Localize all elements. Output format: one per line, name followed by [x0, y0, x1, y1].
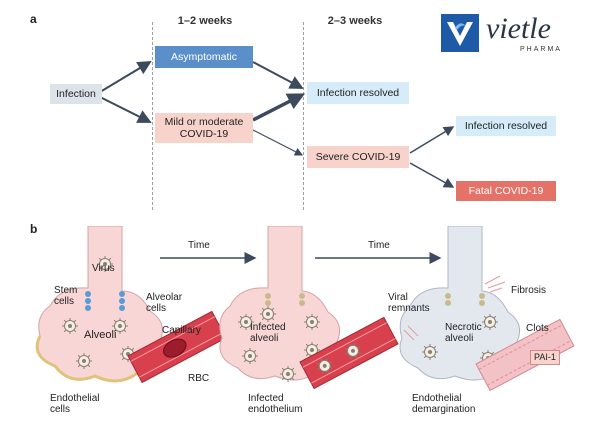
vietle-logo-text: vietle [486, 12, 551, 45]
arrow-asymptomatic-resolved [252, 61, 304, 89]
box-asymptomatic: Asymptomatic [155, 46, 253, 68]
label-pai-1: PAI-1 [530, 350, 560, 365]
label-necrotic-alveoli: Necrotic alveoli [445, 322, 482, 344]
divider-line-2 [303, 22, 304, 210]
panel-a-letter: a [30, 12, 37, 26]
flow-arrows [99, 60, 455, 188]
time-label-2: Time [368, 240, 390, 251]
capillary-1 [127, 310, 227, 384]
label-stem-cells: Stem cells [54, 285, 78, 307]
box-severe: Severe COVID-19 [307, 146, 409, 168]
infected-alveoli [219, 226, 341, 383]
label-alveoli: Alveoli [84, 329, 117, 341]
label-rbc: RBC [188, 373, 210, 384]
box-infection: Infection [50, 84, 102, 104]
label-endothelial-demargination: Endothelial demargination [412, 393, 476, 415]
capillary-2 [299, 316, 399, 390]
column-header-1-2-weeks: 1–2 weeks [177, 15, 233, 27]
arrow-severe-fatal [409, 162, 455, 188]
time-label-1: Time [188, 240, 210, 251]
label-clots: Clots [526, 323, 549, 334]
box-infection-resolved-2: Infection resolved [456, 116, 556, 136]
arrow-severe-resolved [409, 126, 455, 154]
box-fatal: Fatal COVID-19 [456, 181, 556, 201]
divider-line-1 [152, 22, 153, 210]
necrotic-alveoli [399, 226, 521, 381]
vietle-logo-subtext: PHARMA [520, 46, 562, 53]
label-capillary: Capillary [162, 325, 201, 336]
label-alveolar-cells: Alveolar cells [146, 292, 183, 314]
arrow-mild-resolved [252, 93, 306, 122]
vietle-logo-icon [441, 14, 479, 52]
label-fibrosis: Fibrosis [511, 285, 547, 296]
box-mild-moderate: Mild or moderate COVID-19 [155, 113, 253, 143]
label-endothelial-cells: Endothelial cells [50, 393, 100, 415]
label-viral-remnants: Viral remnants [388, 292, 430, 314]
label-infected-endothelium: Infected endothelium [248, 393, 303, 415]
label-virus: Virus [92, 263, 115, 274]
arrow-mild-severe [252, 129, 304, 156]
panel-b-letter: b [30, 222, 38, 236]
arrow-infection-mild [99, 96, 152, 123]
alveoli-illustration [35, 226, 575, 392]
capillary-3 [475, 318, 575, 392]
box-infection-resolved-1: Infection resolved [307, 82, 409, 104]
arrow-infection-asymptomatic [99, 60, 152, 93]
column-header-2-3-weeks: 2–3 weeks [327, 15, 383, 27]
label-infected-alveoli: Infected alveoli [250, 322, 286, 344]
